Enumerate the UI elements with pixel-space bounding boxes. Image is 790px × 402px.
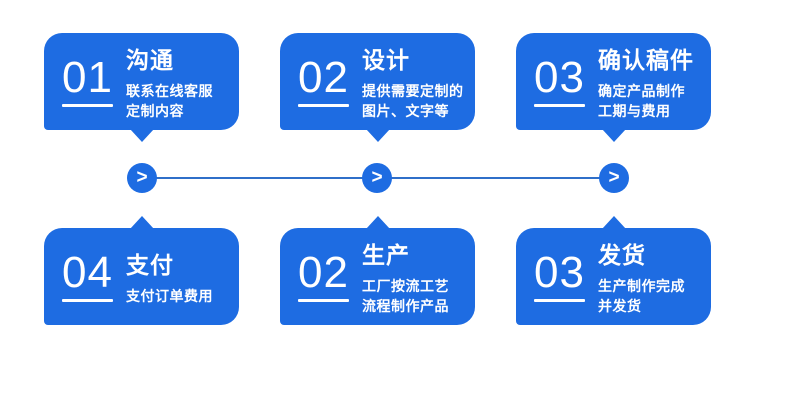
step-number: 04	[62, 247, 113, 297]
step-number-underline	[62, 104, 113, 108]
arrow-step-circle: >	[599, 163, 629, 193]
step-title: 生产	[361, 242, 410, 269]
chevron-right-icon: >	[608, 166, 620, 188]
step-number-underline	[62, 299, 113, 303]
step-description: 支付订单费用	[125, 288, 213, 305]
step-text-block: 支付 支付订单费用	[126, 246, 229, 307]
step-row-top: 01 沟通 联系在线客服 定制内容 02 设计 提供需要定制的 图片、文字等 0…	[44, 33, 711, 142]
step-title: 支付	[125, 252, 174, 279]
arrow-step-circle: >	[362, 163, 392, 193]
step-number: 02	[298, 247, 349, 297]
step-description: 生产制作完成 并发货	[597, 278, 685, 314]
step-number-block: 01	[62, 52, 113, 108]
step-card-shipping: 03 发货 生产制作完成 并发货	[516, 216, 711, 325]
step-description: 工厂按流工艺 流程制作产品	[361, 278, 449, 314]
arrow-step-circle: >	[127, 163, 157, 193]
step-card-confirm-draft: 03 确认稿件 确定产品制作 工期与费用	[516, 33, 711, 142]
card-tail-pointer	[601, 129, 626, 142]
step-number: 02	[298, 52, 349, 102]
step-title: 确认稿件	[597, 47, 694, 74]
step-row-bottom: 04 支付 支付订单费用 02 生产 工厂按流工艺 流程制作产品 03	[44, 216, 711, 325]
step-number-block: 02	[298, 52, 349, 108]
card-tail-pointer	[601, 216, 626, 229]
card-tail-pointer	[129, 216, 154, 229]
step-number-underline	[298, 104, 349, 108]
card-tail-pointer	[365, 129, 390, 142]
step-number-underline	[534, 299, 585, 303]
step-title: 发货	[597, 242, 646, 269]
step-number-underline	[298, 299, 349, 303]
step-text-block: 生产 工厂按流工艺 流程制作产品	[362, 236, 465, 317]
step-description: 联系在线客服 定制内容	[125, 83, 213, 119]
step-number: 01	[62, 52, 113, 102]
step-card-payment: 04 支付 支付订单费用	[44, 216, 239, 325]
step-text-block: 沟通 联系在线客服 定制内容	[126, 41, 229, 122]
step-number: 03	[534, 52, 585, 102]
step-title: 设计	[361, 47, 410, 74]
step-text-block: 发货 生产制作完成 并发货	[598, 236, 701, 317]
step-number-block: 04	[62, 247, 113, 303]
step-number-underline	[534, 104, 585, 108]
chevron-right-icon: >	[136, 166, 148, 188]
step-number-block: 03	[534, 52, 585, 108]
step-number: 03	[534, 247, 585, 297]
step-card-communication: 01 沟通 联系在线客服 定制内容	[44, 33, 239, 142]
step-text-block: 确认稿件 确定产品制作 工期与费用	[598, 41, 701, 122]
step-title: 沟通	[125, 47, 174, 74]
step-card-production: 02 生产 工厂按流工艺 流程制作产品	[280, 216, 475, 325]
card-tail-pointer	[129, 129, 154, 142]
step-description: 提供需要定制的 图片、文字等	[361, 83, 464, 119]
step-number-block: 02	[298, 247, 349, 303]
chevron-right-icon: >	[371, 166, 383, 188]
step-number-block: 03	[534, 247, 585, 303]
step-description: 确定产品制作 工期与费用	[597, 83, 685, 119]
step-card-design: 02 设计 提供需要定制的 图片、文字等	[280, 33, 475, 142]
card-tail-pointer	[365, 216, 390, 229]
step-text-block: 设计 提供需要定制的 图片、文字等	[362, 41, 465, 122]
